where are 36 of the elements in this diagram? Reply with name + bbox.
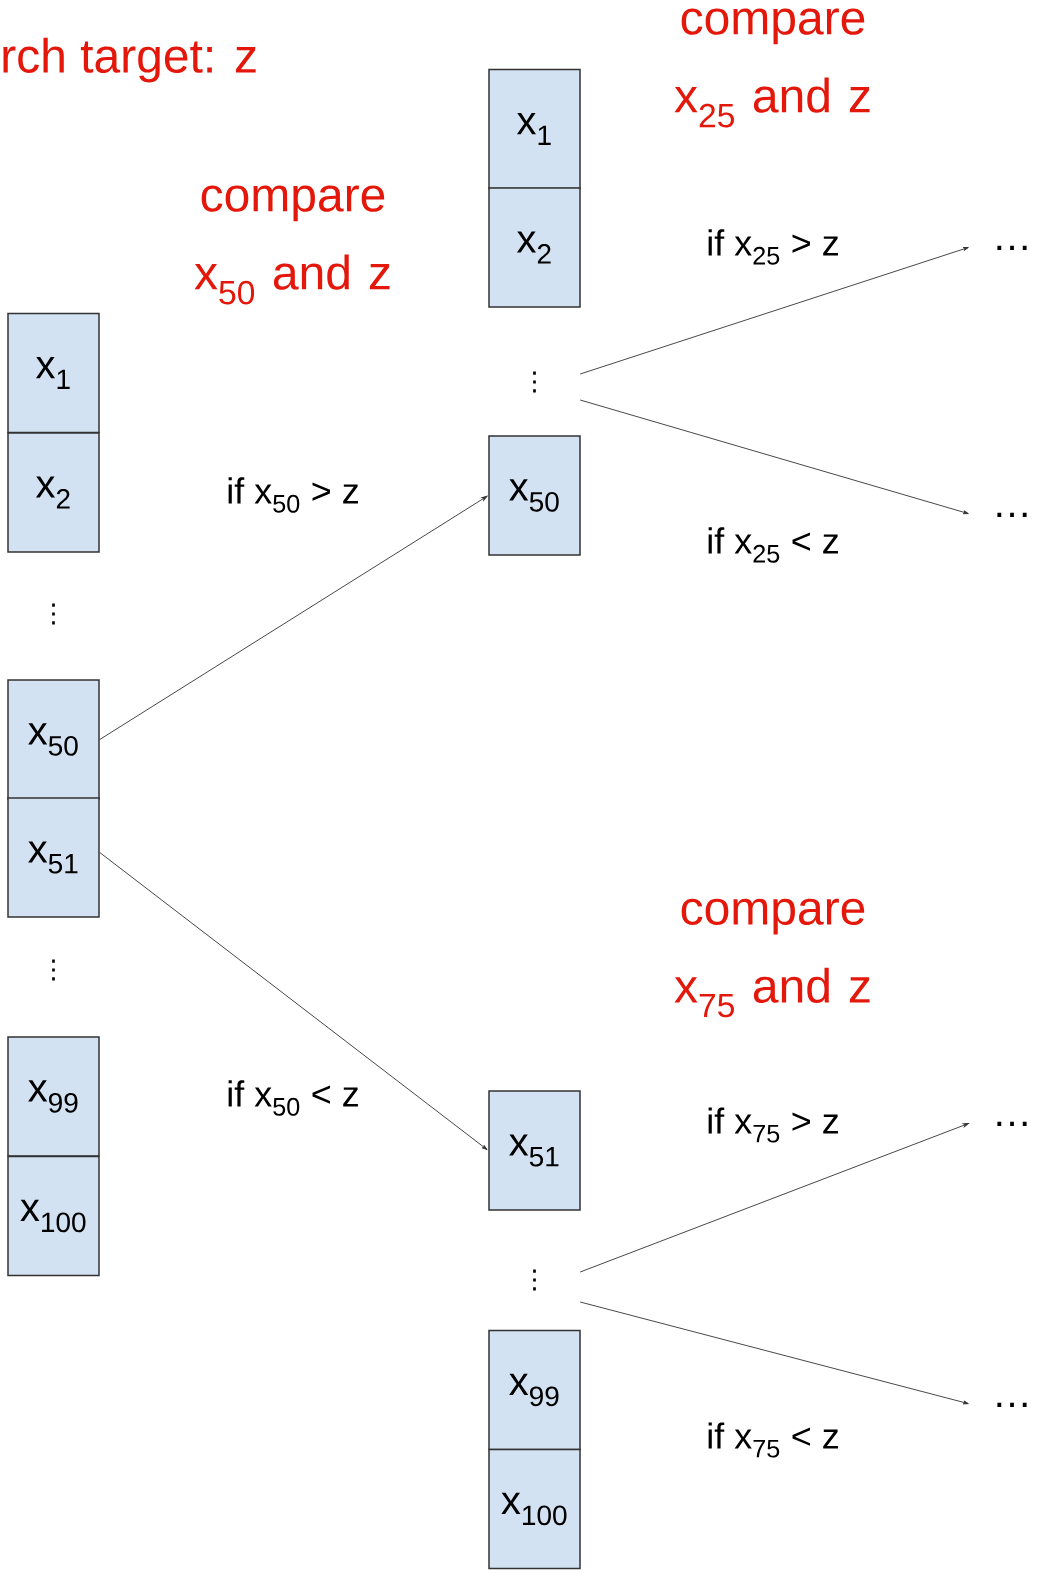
arrow <box>579 1123 969 1273</box>
cell-box: x$_{100}$ <box>488 1448 581 1570</box>
annotation: compare x$_{25}$ and z <box>674 8 870 128</box>
vertical-ellipsis: ⋮ <box>533 371 536 393</box>
cell-box: x$_{1}$ <box>488 68 581 190</box>
arrow <box>579 247 969 375</box>
cell-box: x$_{50}$ <box>7 679 100 800</box>
cell-box: x$_{2}$ <box>7 432 100 553</box>
cell-box: x$_{51}$ <box>488 1090 581 1211</box>
vertical-ellipsis: ⋮ <box>52 959 55 981</box>
edge-label: if x$_{50}$ < z <box>228 1080 358 1116</box>
edge-label: if x$_{25}$ < z <box>708 527 838 563</box>
cell-box: x$_{51}$ <box>7 797 100 918</box>
edge-label: if x$_{25}$ > z <box>708 229 838 265</box>
edge-label: if x$_{50}$ > z <box>228 477 358 513</box>
arrow <box>579 399 969 515</box>
heading: rch target: z <box>3 37 256 83</box>
annotation: compare x$_{50}$ and z <box>194 185 390 305</box>
arrow <box>99 852 488 1151</box>
ellipsis: … <box>997 1402 1027 1407</box>
ellipsis: … <box>997 1121 1027 1126</box>
edge-label: if x$_{75}$ > z <box>708 1107 838 1143</box>
ellipsis: … <box>997 245 1027 250</box>
cell-box: x$_{2}$ <box>488 187 581 308</box>
cell-box: x$_{50}$ <box>488 435 581 556</box>
cell-box: x$_{99}$ <box>7 1036 100 1157</box>
cell-box: x$_{1}$ <box>7 312 100 434</box>
ellipsis: … <box>997 512 1027 517</box>
cell-box: x$_{100}$ <box>7 1155 100 1277</box>
vertical-ellipsis: ⋮ <box>533 1269 536 1291</box>
cell-box: x$_{99}$ <box>488 1329 581 1451</box>
arrow <box>99 495 488 740</box>
edge-label: if x$_{75}$ < z <box>708 1422 838 1458</box>
vertical-ellipsis: ⋮ <box>52 603 55 625</box>
annotation: compare x$_{75}$ and z <box>674 898 870 1018</box>
arrow <box>579 1301 969 1405</box>
